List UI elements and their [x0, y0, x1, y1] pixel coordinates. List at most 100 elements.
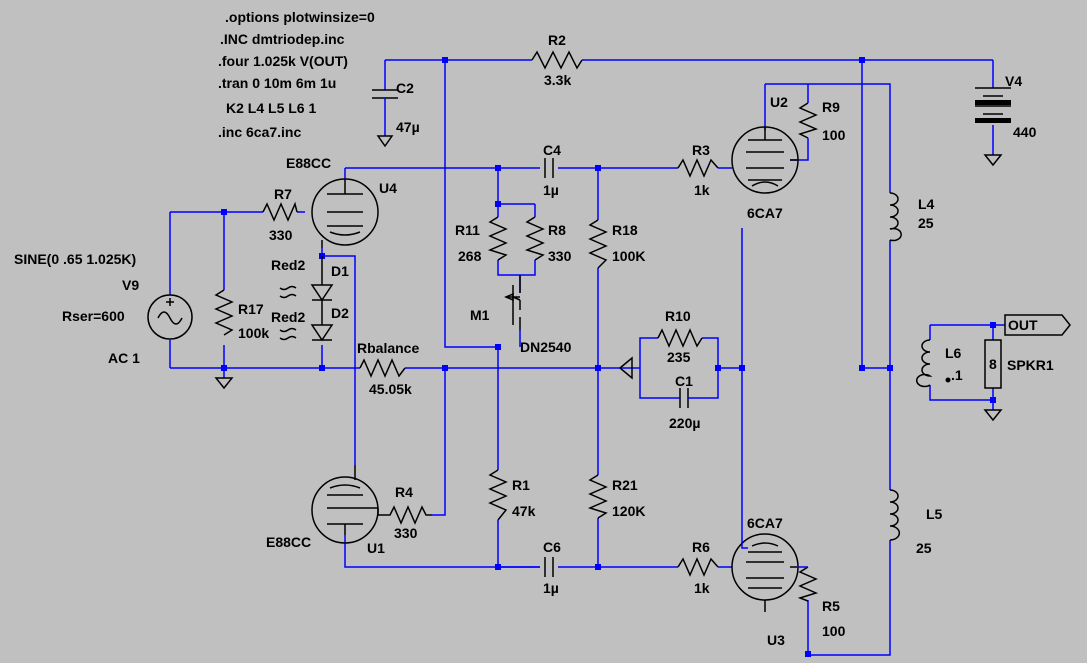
label-v4-name[interactable]: V4: [1005, 73, 1022, 89]
resistor-r4-symbol[interactable]: [377, 505, 432, 525]
label-r18-value[interactable]: 100K: [612, 248, 645, 264]
label-d1-model[interactable]: Red2: [271, 257, 305, 273]
label-r2-value[interactable]: 3.3k: [544, 72, 571, 88]
label-out-net[interactable]: OUT: [1008, 317, 1038, 333]
label-r1-value[interactable]: 47k: [512, 503, 536, 519]
label-r4-value[interactable]: 330: [394, 525, 418, 541]
label-r4-name[interactable]: R4: [395, 484, 413, 500]
label-r11-name[interactable]: R11: [455, 222, 480, 238]
capacitor-c4-symbol[interactable]: [544, 158, 554, 178]
spice-directives[interactable]: .options plotwinsize=0 .INC dmtriodep.in…: [218, 9, 375, 140]
inductor-l5-symbol[interactable]: [889, 489, 901, 541]
label-c1-name[interactable]: C1: [675, 373, 693, 389]
label-c1-value[interactable]: 220µ: [669, 415, 700, 431]
label-rbalance-name[interactable]: Rbalance: [357, 340, 419, 356]
label-u3-model[interactable]: 6CA7: [747, 515, 783, 531]
label-l5-name[interactable]: L5: [926, 506, 943, 522]
resistor-r3-symbol[interactable]: [677, 158, 719, 178]
sine-source-v9-symbol[interactable]: [147, 294, 193, 340]
label-rbalance-value[interactable]: 45.05k: [369, 381, 412, 397]
resistor-r9-symbol[interactable]: [798, 102, 819, 139]
label-c2-value[interactable]: 47µ: [396, 119, 420, 135]
label-c4-value[interactable]: 1µ: [543, 182, 559, 198]
speaker-spkr1-symbol[interactable]: [984, 339, 1002, 389]
resistor-r6-symbol[interactable]: [677, 557, 719, 577]
directive-four[interactable]: .four 1.025k V(OUT): [218, 53, 348, 69]
label-r21-name[interactable]: R21: [612, 477, 638, 493]
label-l5-value[interactable]: 25: [916, 540, 932, 556]
label-spkr1-name[interactable]: SPKR1: [1007, 357, 1054, 373]
label-r17-name[interactable]: R17: [238, 301, 264, 317]
label-v9-rser[interactable]: Rser=600: [62, 308, 125, 324]
label-l6-name[interactable]: L6: [945, 345, 962, 361]
label-r17-value[interactable]: 100k: [238, 325, 269, 341]
label-m1-name[interactable]: M1: [470, 307, 490, 323]
capacitor-c1-symbol[interactable]: [668, 388, 700, 408]
label-r6-value[interactable]: 1k: [694, 580, 710, 596]
label-l4-value[interactable]: 25: [918, 215, 934, 231]
label-d2-model[interactable]: Red2: [271, 309, 305, 325]
tube-u4-symbol[interactable]: [311, 178, 379, 248]
capacitor-c6-symbol[interactable]: [544, 557, 554, 577]
inductor-l4-symbol[interactable]: [889, 192, 902, 242]
label-r10-value[interactable]: 235: [667, 349, 691, 365]
directive-inc-dmtriodep[interactable]: .INC dmtriodep.inc: [220, 31, 345, 47]
label-v9-ac[interactable]: AC 1: [108, 350, 140, 366]
label-l4-name[interactable]: L4: [918, 196, 935, 212]
resistor-r10-symbol[interactable]: [657, 328, 703, 348]
resistor-r11-symbol[interactable]: [487, 216, 508, 261]
label-r7-value[interactable]: 330: [269, 227, 293, 243]
label-spkr1-value[interactable]: 8: [989, 356, 997, 372]
label-r5-name[interactable]: R5: [822, 598, 840, 614]
directive-inc-6ca7[interactable]: .inc 6ca7.inc: [218, 124, 301, 140]
label-u4-model[interactable]: E88CC: [286, 155, 331, 171]
label-d1-name[interactable]: D1: [331, 263, 349, 279]
tube-u1-symbol[interactable]: [311, 465, 379, 544]
label-u3-name[interactable]: U3: [767, 632, 785, 648]
resistor-r18-symbol[interactable]: [588, 219, 608, 269]
label-r11-value[interactable]: 268: [458, 248, 482, 264]
label-r8-name[interactable]: R8: [548, 222, 566, 238]
capacitor-c2-symbol[interactable]: [372, 89, 398, 128]
label-r1-name[interactable]: R1: [512, 477, 530, 493]
label-r10-name[interactable]: R10: [665, 308, 691, 324]
label-r2-name[interactable]: R2: [548, 32, 566, 48]
label-u2-model[interactable]: 6CA7: [747, 205, 783, 221]
label-u1-name[interactable]: U1: [367, 540, 385, 556]
label-v4-value[interactable]: 440: [1013, 124, 1037, 140]
label-r9-value[interactable]: 100: [822, 127, 846, 143]
label-r8-value[interactable]: 330: [548, 248, 572, 264]
directive-tran[interactable]: .tran 0 10m 6m 1u: [218, 75, 336, 91]
out-port-flag[interactable]: [1004, 314, 1071, 336]
directive-coupling[interactable]: K2 L4 L5 L6 1: [226, 100, 316, 116]
resistor-r7-symbol[interactable]: [262, 201, 298, 222]
resistor-r1-symbol[interactable]: [488, 469, 508, 521]
label-v9-name[interactable]: V9: [122, 277, 139, 293]
label-u1-model[interactable]: E88CC: [266, 534, 311, 550]
label-l6-value[interactable]: .1: [951, 367, 963, 383]
label-v9-value[interactable]: SINE(0 .65 1.025K): [14, 251, 136, 267]
label-r18-name[interactable]: R18: [612, 222, 638, 238]
resistor-r2-symbol[interactable]: [531, 50, 583, 70]
label-u2-name[interactable]: U2: [770, 94, 788, 110]
resistor-r17-symbol[interactable]: [214, 289, 234, 336]
resistor-rbalance-symbol[interactable]: [359, 358, 406, 378]
resistor-r5-symbol[interactable]: [797, 566, 819, 602]
label-r3-value[interactable]: 1k: [694, 182, 710, 198]
label-c2-name[interactable]: C2: [396, 80, 414, 96]
label-c6-name[interactable]: C6: [543, 539, 561, 555]
led-d1-symbol[interactable]: [310, 256, 334, 325]
label-c6-value[interactable]: 1µ: [543, 580, 559, 596]
inductor-l6-symbol[interactable]: [915, 339, 951, 388]
battery-v4-symbol[interactable]: [975, 87, 1011, 123]
label-r6-name[interactable]: R6: [692, 539, 710, 555]
label-m1-model[interactable]: DN2540: [520, 339, 572, 355]
label-r7-name[interactable]: R7: [274, 186, 292, 202]
tube-u2-symbol[interactable]: [731, 126, 799, 194]
resistor-r21-symbol[interactable]: [587, 474, 608, 519]
resistor-r8-symbol[interactable]: [524, 216, 545, 261]
mosfet-m1-symbol[interactable]: [504, 275, 521, 330]
directive-options[interactable]: .options plotwinsize=0: [225, 9, 375, 25]
label-r3-name[interactable]: R3: [692, 142, 710, 158]
